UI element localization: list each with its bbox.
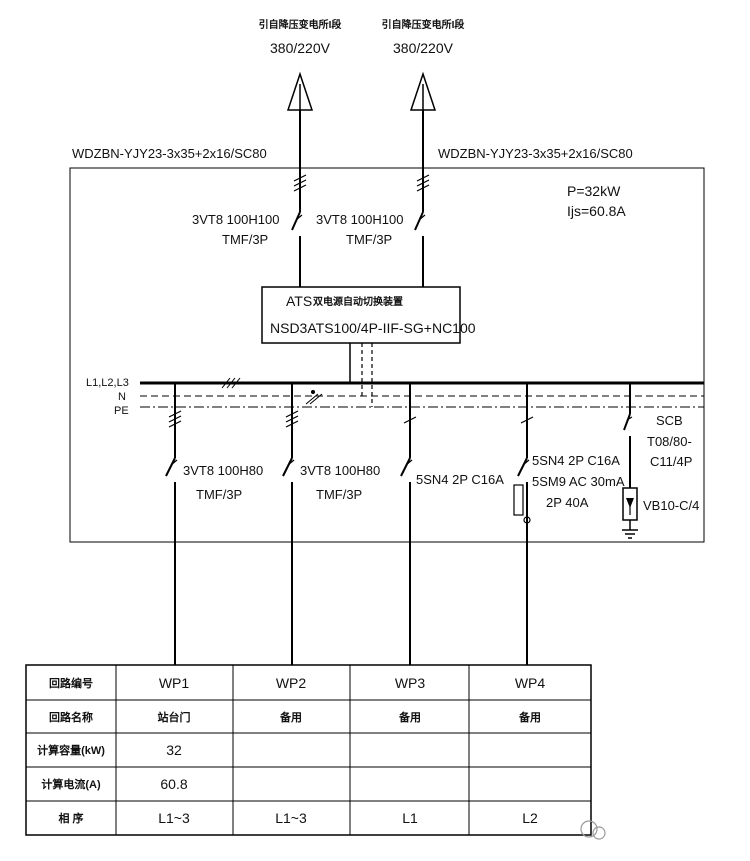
- bus-phase-label: L1,L2,L3: [86, 377, 129, 389]
- wp3-breaker-model: 5SN4 2P C16A: [416, 472, 504, 487]
- row-header-phase: 相 序: [58, 811, 83, 825]
- source-right-voltage: 380/220V: [393, 40, 454, 56]
- feeder-wp2: [282, 383, 323, 665]
- wp4-rcd-rating: 2P 40A: [546, 495, 589, 510]
- cell-wp4-name: 备用: [518, 710, 541, 724]
- cell-wp4-phase: L2: [522, 810, 538, 826]
- incoming-left-feeder: [291, 110, 307, 287]
- cell-wp1-phase: L1~3: [158, 810, 190, 826]
- feeder-spd: [622, 383, 638, 539]
- wp1-breaker-model: 3VT8 100H80: [183, 463, 263, 478]
- load-power: P=32kW: [567, 183, 621, 199]
- spd-arrester-model: VB10-C/4: [643, 498, 699, 513]
- source-right-label: 引自降压变电所I段: [382, 18, 465, 31]
- ats-model: NSD3ATS100/4P-IIF-SG+NC100: [270, 320, 476, 336]
- ats-subtitle: 双电源自动切换装置: [313, 295, 403, 308]
- circuit-table: [25, 664, 592, 836]
- wp2-breaker-model: 3VT8 100H80: [300, 463, 380, 478]
- wp1-breaker-type: TMF/3P: [196, 487, 242, 502]
- panel-boundary: [69, 167, 705, 543]
- incoming-right-breaker-type: TMF/3P: [346, 232, 392, 247]
- wp2-breaker-type: TMF/3P: [316, 487, 362, 502]
- load-current: Ijs=60.8A: [567, 203, 626, 219]
- bus-earth-label: PE: [114, 405, 129, 417]
- incoming-left-breaker-type: TMF/3P: [222, 232, 268, 247]
- cell-wp1-capacity: 32: [166, 742, 182, 758]
- row-header-circuit-name: 回路名称: [49, 710, 93, 724]
- source-left-label: 引自降压变电所I段: [259, 18, 342, 31]
- feeder-wp1: [165, 383, 182, 665]
- spd-model-2: C11/4P: [650, 454, 692, 469]
- cell-wp1-current: 60.8: [160, 776, 187, 792]
- feeder-wp3: [400, 383, 417, 665]
- feeder-wp4: [513, 383, 534, 665]
- ats-label: ATS: [286, 293, 312, 309]
- cable-right-label: WDZBN-YJY23-3x35+2x16/SC80: [438, 146, 633, 161]
- row-header-circuit-id: 回路编号: [49, 676, 93, 690]
- wp4-breaker-model: 5SN4 2P C16A: [532, 453, 620, 468]
- cell-wp2-id: WP2: [276, 675, 307, 691]
- cell-wp3-id: WP3: [395, 675, 426, 691]
- wp4-rcd-model: 5SM9 AC 30mA: [532, 474, 625, 489]
- watermark-icon: [580, 820, 606, 840]
- spd-model-1: T08/80-: [647, 434, 692, 449]
- cell-wp3-phase: L1: [402, 810, 418, 826]
- ats-box: [261, 286, 461, 344]
- cell-wp1-id: WP1: [159, 675, 190, 691]
- bus-neutral-label: N: [118, 391, 126, 403]
- cell-wp2-name: 备用: [279, 710, 302, 724]
- cable-left-label: WDZBN-YJY23-3x35+2x16/SC80: [72, 146, 267, 161]
- cell-wp3-name: 备用: [398, 710, 421, 724]
- row-header-current: 计算电流(A): [41, 777, 101, 791]
- incoming-left-breaker-model: 3VT8 100H100: [192, 212, 279, 227]
- incoming-right-breaker-model: 3VT8 100H100: [316, 212, 403, 227]
- cell-wp2-phase: L1~3: [275, 810, 307, 826]
- feed-arrow-left: [286, 71, 314, 111]
- feed-arrow-right: [409, 71, 437, 111]
- spd-name: SCB: [656, 413, 683, 428]
- source-left-voltage: 380/220V: [270, 40, 331, 56]
- row-header-capacity: 计算容量(kW): [37, 743, 105, 757]
- cell-wp1-name: 站台门: [158, 710, 191, 724]
- cell-wp4-id: WP4: [515, 675, 546, 691]
- incoming-right-feeder: [414, 110, 430, 287]
